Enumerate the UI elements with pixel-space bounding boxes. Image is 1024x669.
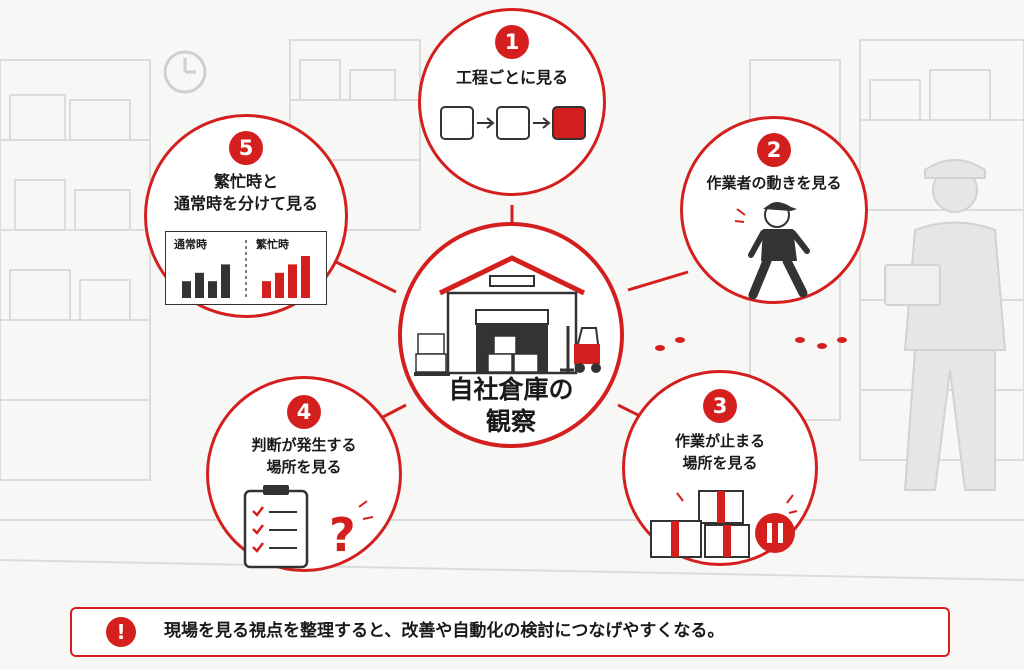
step-5-circle: 5 繁忙時と 通常時を分けて見る 通常時 繁忙時 xyxy=(144,114,348,318)
checklist-clipboard-icon: ? xyxy=(243,485,374,569)
busy-bar xyxy=(301,256,310,298)
step-4-label-line1: 判断が発生する xyxy=(251,436,357,454)
walking-worker-icon xyxy=(734,202,810,300)
step-4-circle: 4 判断が発生する 場所を見る ? xyxy=(206,376,402,572)
footprints-icon xyxy=(655,337,847,351)
warehouse-icon xyxy=(414,255,601,376)
stopped-boxes-icon xyxy=(650,490,798,558)
svg-text:?: ? xyxy=(329,508,356,562)
step-5-label-line1: 繁忙時と xyxy=(213,172,278,191)
normal-bar xyxy=(195,272,204,298)
step-1-number: 1 xyxy=(495,25,529,59)
step-5-number: 5 xyxy=(229,131,263,165)
normal-bar xyxy=(182,281,191,298)
busy-bar xyxy=(275,272,284,298)
forklift-icon xyxy=(560,326,601,373)
normal-chart-label: 通常時 xyxy=(174,238,207,251)
center-title-line1: 自社倉庫の xyxy=(448,375,574,404)
comparison-chart: 通常時 繁忙時 xyxy=(165,231,327,305)
summary-banner: ! 現場を見る視点を整理すると、改善や自動化の検討につなげやすくなる。 xyxy=(70,607,950,657)
step-4-number: 4 xyxy=(287,395,321,429)
step-3-label-line2: 場所を見る xyxy=(682,454,758,472)
busy-chart-label: 繁忙時 xyxy=(256,238,289,251)
background-worker-figure xyxy=(884,159,1007,491)
center-circle: 自社倉庫の 観察 xyxy=(398,222,624,448)
normal-bar xyxy=(221,264,230,298)
step-1-label: 工程ごとに見る xyxy=(455,68,568,87)
center-title-line2: 観察 xyxy=(485,407,536,436)
process-flow-icon xyxy=(440,106,586,140)
step-1-circle: 1 工程ごとに見る xyxy=(418,8,606,196)
step-5-label-line2: 通常時を分けて見る xyxy=(173,194,318,213)
busy-bar xyxy=(262,281,271,298)
comparison-bars xyxy=(182,240,310,300)
step-3-number: 3 xyxy=(703,389,737,423)
step-2-circle: 2 作業者の動きを見る xyxy=(680,116,868,304)
step-3-label-line1: 作業が止まる xyxy=(674,432,765,450)
busy-bar xyxy=(288,264,297,298)
alert-icon: ! xyxy=(106,617,136,647)
clock-icon xyxy=(163,50,207,94)
normal-bar xyxy=(208,281,217,298)
summary-text: 現場を見る視点を整理すると、改善や自動化の検討につなげやすくなる。 xyxy=(164,621,725,641)
step-2-number: 2 xyxy=(757,133,791,167)
step-4-label-line2: 場所を見る xyxy=(266,458,342,476)
step-3-circle: 3 作業が止まる 場所を見る xyxy=(622,370,818,566)
step-2-label: 作業者の動きを見る xyxy=(706,174,842,192)
